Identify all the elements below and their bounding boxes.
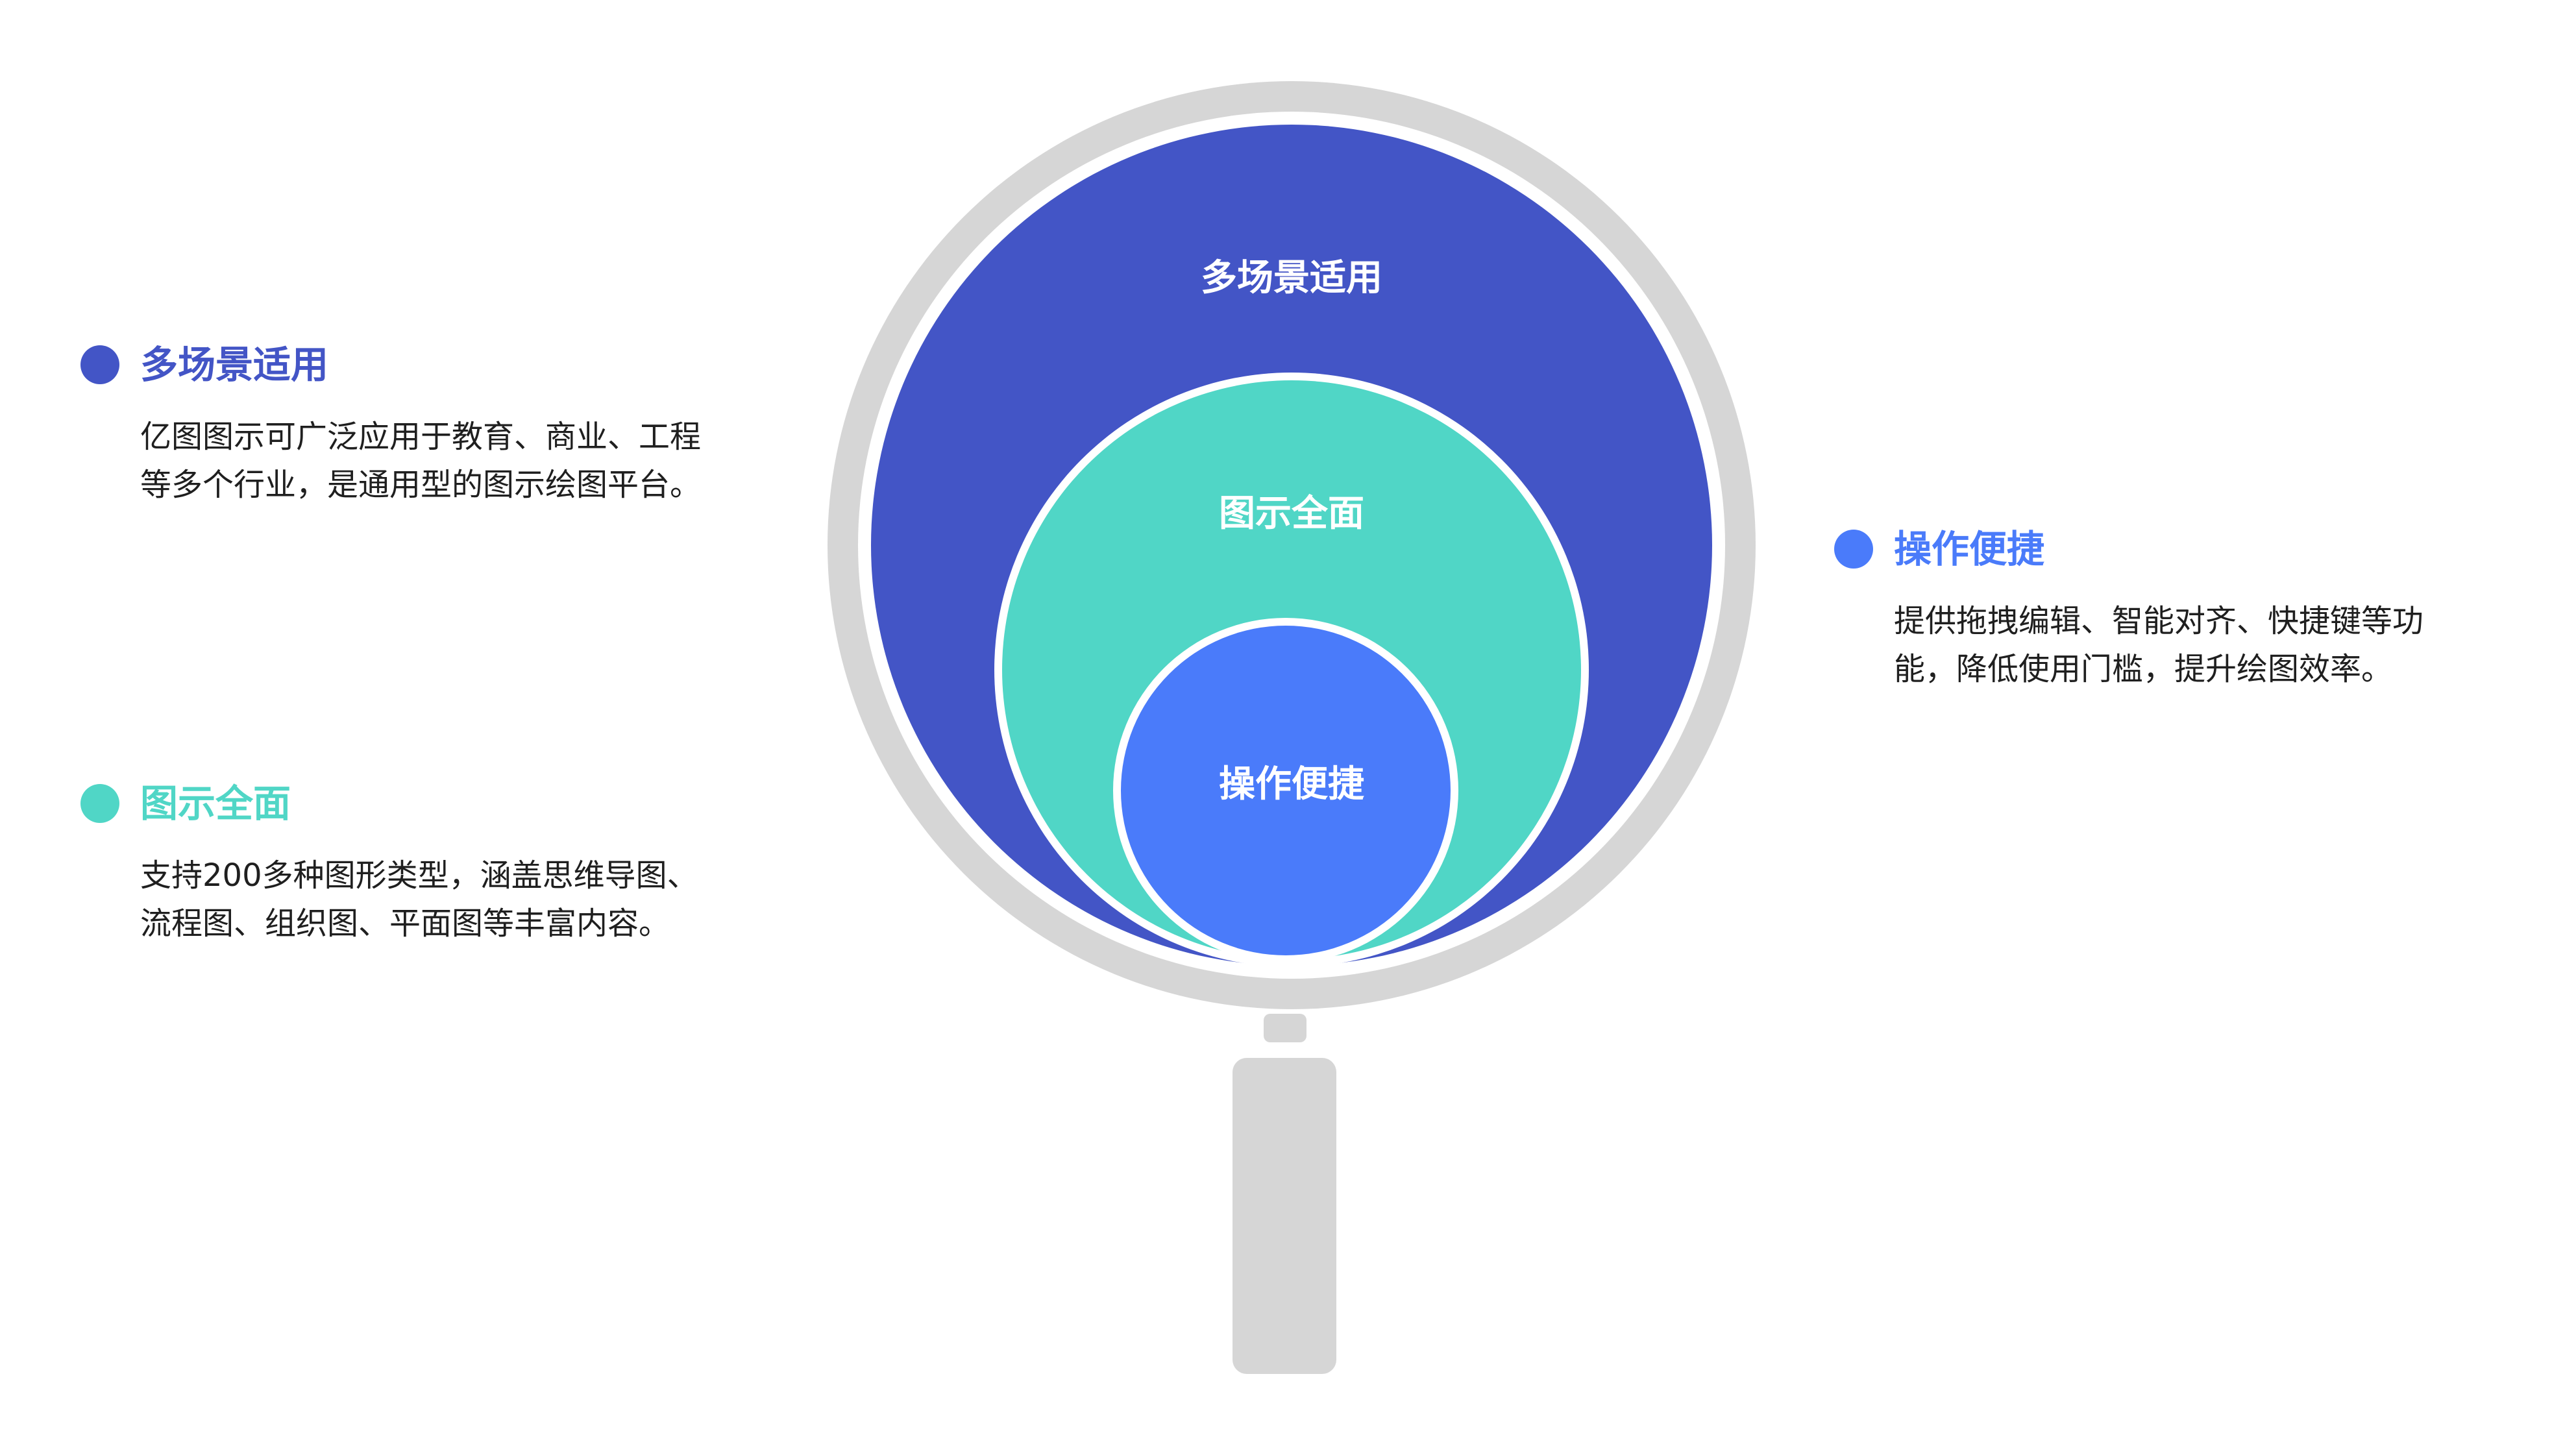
legend-description-line: 提供拖拽编辑、智能对齐、快捷键等功 (1894, 603, 2424, 639)
inner-circle (1121, 626, 1451, 955)
legend-description-line: 流程图、组织图、平面图等丰富内容。 (140, 905, 670, 942)
legend-item-multi-scene: 多场景适用 亿图图示可广泛应用于教育、商业、工程 等多个行业，是通用型的图示绘图… (80, 339, 730, 509)
legend-item-comprehensive: 图示全面 支持200多种图形类型，涵盖思维导图、 流程图、组织图、平面图等丰富内… (80, 778, 730, 948)
outer-circle-label: 多场景适用 (1201, 257, 1382, 299)
legend-header: 操作便捷 (1834, 523, 2483, 575)
handle-grip (1233, 1058, 1336, 1374)
inner-circle-label: 操作便捷 (1219, 763, 1364, 805)
legend-description: 亿图图示可广泛应用于教育、商业、工程 等多个行业，是通用型的图示绘图平台。 (140, 413, 737, 509)
legend-item-easy-operation: 操作便捷 提供拖拽编辑、智能对齐、快捷键等功 能，降低使用门槛，提升绘图效率。 (1834, 523, 2483, 693)
legend-description-line: 等多个行业，是通用型的图示绘图平台。 (140, 467, 702, 503)
legend-title: 多场景适用 (140, 343, 329, 387)
legend-title: 图示全面 (140, 781, 291, 826)
middle-circle-label: 图示全面 (1219, 493, 1364, 535)
legend-description-line: 亿图图示可广泛应用于教育、商业、工程 (140, 419, 702, 455)
lens-content (871, 125, 1712, 967)
legend-dot (1834, 530, 1873, 569)
legend-header: 多场景适用 (80, 339, 730, 391)
legend-description-line: 支持200多种图形类型，涵盖思维导图、 (140, 857, 698, 894)
legend-dot (80, 784, 119, 823)
legend-dot (80, 345, 119, 384)
legend-title: 操作便捷 (1894, 527, 2045, 571)
legend-header: 图示全面 (80, 778, 730, 829)
legend-description-line: 能，降低使用门槛，提升绘图效率。 (1894, 651, 2393, 687)
legend-description: 提供拖拽编辑、智能对齐、快捷键等功 能，降低使用门槛，提升绘图效率。 (1894, 597, 2491, 693)
handle-connector (1264, 1014, 1306, 1042)
legend-description: 支持200多种图形类型，涵盖思维导图、 流程图、组织图、平面图等丰富内容。 (140, 852, 737, 948)
